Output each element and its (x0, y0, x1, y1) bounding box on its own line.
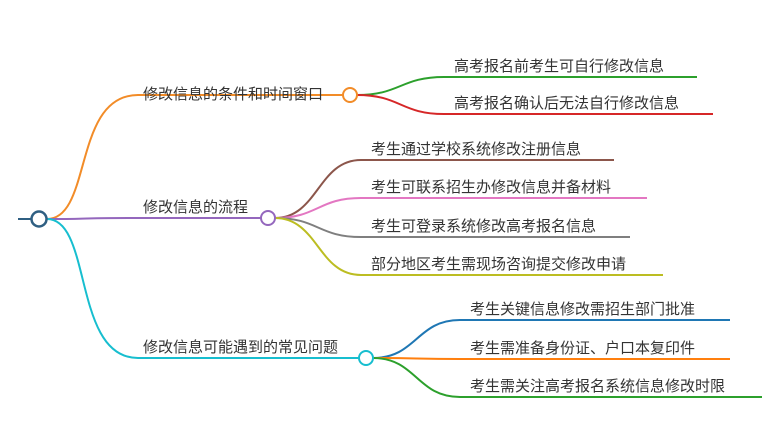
branch-label-2[interactable]: 修改信息的流程 (143, 198, 249, 216)
leaf-edge-2-3 (274, 217, 630, 238)
leaf-label-2-2[interactable]: 考生可联系招生办修改信息并备材料 (371, 178, 612, 196)
leaf-label-3-1[interactable]: 考生关键信息修改需招生部门批准 (470, 300, 696, 318)
leaf-edge-2-4 (274, 217, 663, 276)
leaf-edge-1-1 (356, 76, 697, 96)
branch-node-1[interactable] (342, 87, 358, 103)
branch-node-2[interactable] (260, 210, 276, 226)
root-node[interactable] (30, 210, 48, 228)
leaf-label-1-2[interactable]: 高考报名确认后无法自行修改信息 (454, 94, 680, 112)
leaf-label-1-1[interactable]: 高考报名前考生可自行修改信息 (454, 57, 665, 75)
leaf-label-2-3[interactable]: 考生可登录系统修改高考报名信息 (371, 217, 597, 235)
leaf-edge-2-1 (274, 159, 614, 219)
leaf-edge-2-2 (274, 197, 647, 219)
leaf-edge-1-2 (356, 94, 713, 115)
branch-edge-2 (46, 217, 261, 220)
branch-label-3[interactable]: 修改信息可能遇到的常见问题 (143, 338, 339, 356)
leaf-label-3-3[interactable]: 考生需关注高考报名系统信息修改时限 (470, 377, 726, 395)
branch-edge-1 (46, 94, 343, 220)
leaf-edge-3-2 (372, 357, 730, 360)
leaf-label-3-2[interactable]: 考生需准备身份证、户口本复印件 (470, 339, 696, 357)
branch-node-3[interactable] (358, 350, 374, 366)
leaf-label-2-4[interactable]: 部分地区考生需现场咨询提交修改申请 (371, 255, 627, 273)
branch-label-1[interactable]: 修改信息的条件和时间窗口 (143, 85, 324, 103)
leaf-edge-3-3 (372, 357, 762, 398)
leaf-edge-3-1 (372, 319, 730, 359)
branch-edge-3 (46, 218, 359, 359)
leaf-label-2-1[interactable]: 考生通过学校系统修改注册信息 (371, 140, 582, 158)
